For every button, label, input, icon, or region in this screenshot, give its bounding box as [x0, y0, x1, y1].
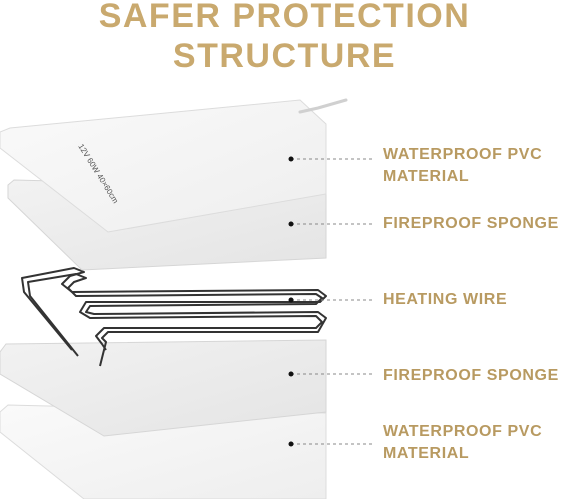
- heating-wire: [21, 267, 327, 367]
- label-line: MATERIAL: [383, 168, 470, 185]
- leader-lines: [291, 158, 372, 445]
- label-line: WATERPROOF PVC: [383, 146, 543, 163]
- leader-dot-1: [288, 156, 294, 162]
- label-line: FIREPROOF SPONGE: [383, 367, 559, 384]
- leader-dot-5: [288, 441, 294, 447]
- label-line: WATERPROOF PVC: [383, 423, 543, 440]
- layer-top-pvc: [0, 98, 348, 233]
- label-line: MATERIAL: [383, 445, 470, 462]
- leader-dot-4: [288, 371, 294, 377]
- page-title: SAFER PROTECTION STRUCTURE: [98, 0, 471, 75]
- leader-dot-2: [288, 221, 294, 227]
- label-line: HEATING WIRE: [383, 291, 508, 308]
- layer-lower-sponge: [0, 339, 327, 437]
- leader-dot-3: [288, 297, 294, 303]
- label-waterproof-pvc-bottom: WATERPROOF PVC MATERIAL: [383, 421, 542, 465]
- label-waterproof-pvc-top: WATERPROOF PVC MATERIAL: [383, 144, 542, 188]
- label-line: FIREPROOF SPONGE: [383, 215, 559, 232]
- layer-bottom-pvc: [0, 404, 327, 499]
- label-fireproof-sponge-lower: FIREPROOF SPONGE: [383, 365, 559, 387]
- label-fireproof-sponge-upper: FIREPROOF SPONGE: [383, 213, 559, 235]
- label-heating-wire: HEATING WIRE: [383, 289, 507, 311]
- leader-dots: [288, 156, 294, 447]
